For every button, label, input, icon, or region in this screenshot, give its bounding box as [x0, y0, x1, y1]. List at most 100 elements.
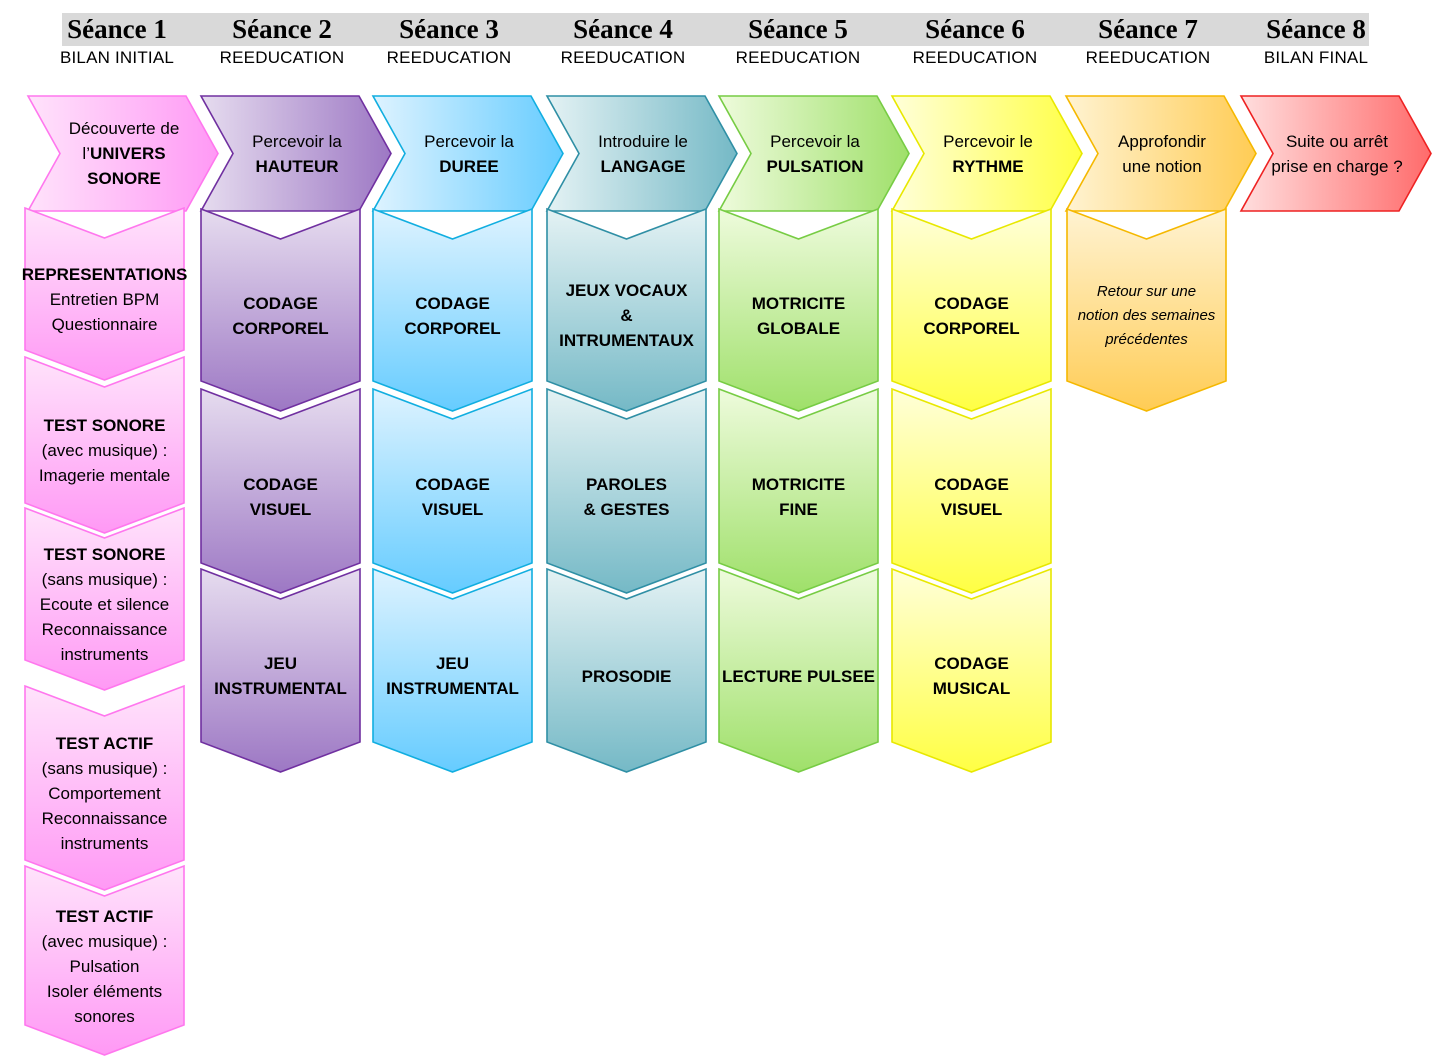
chevron-label-2-3-line-2: INSTRUMENTAL [214, 679, 347, 698]
chevron-label-3-3-line-2: INSTRUMENTAL [386, 679, 519, 698]
session-title-6: Séance 6 [925, 14, 1025, 44]
chevron-label-1-3-line-5: instruments [60, 645, 149, 664]
arrow-label-2-line-1: Percevoir la [252, 131, 342, 151]
chevron-4-2 [546, 387, 707, 594]
chevron-6-2 [891, 387, 1052, 594]
chevron-label-3-2-line-2: VISUEL [421, 499, 484, 519]
chevron-4-3 [546, 567, 707, 773]
chevron-label-2-1-line-1: CODAGE [243, 293, 318, 313]
chevron-label-4-2: PAROLES & GESTES [549, 415, 704, 578]
arrow-label-2-line-2: HAUTEUR [255, 156, 339, 176]
session-subtitle-6: REEDUCATION [912, 48, 1038, 67]
chevron-7-1 [1066, 207, 1227, 412]
arrow-label-3-line-2: DUREE [439, 156, 499, 176]
chevron-label-1-4-line-5: instruments [60, 834, 149, 853]
chevron-label-1-3-line-3: Ecoute et silence [39, 595, 170, 614]
chevron-label-6-3-line-2: MUSICAL [932, 679, 1011, 698]
chevron-label-3-1-line-2: CORPOREL [404, 318, 501, 338]
chevron-label-5-3: LECTURE PULSEE [721, 595, 876, 757]
chevron-2-1 [200, 207, 361, 412]
session-title-3: Séance 3 [399, 14, 499, 44]
chevron-4-1 [546, 207, 707, 412]
arrow-label-4-line-2: LANGAGE [600, 156, 686, 176]
chevron-label-2-2-line-2: VISUEL [249, 499, 312, 519]
chevron-label-6-1-line-2: CORPOREL [923, 318, 1020, 338]
chevron-label-1-2-line-3: Imagerie mentale [38, 466, 171, 485]
chevron-label-1-2-line-1: TEST SONORE [43, 416, 166, 435]
chevron-5-1 [718, 207, 879, 412]
session-title-4: Séance 4 [573, 14, 673, 44]
chevron-3-2 [372, 387, 533, 594]
arrow-label-2: Percevoir la HAUTEUR [225, 100, 369, 207]
chevron-label-4-1-line-1: JEUX VOCAUX [565, 281, 688, 300]
session-title-8: Séance 8 [1266, 14, 1366, 44]
chevron-label-7-1-line-3: précédentes [1105, 330, 1188, 348]
chevron-label-6-2-line-2: VISUEL [940, 499, 1003, 519]
arrow-label-3-line-1: Percevoir la [424, 131, 514, 151]
arrow-label-4: Introduire le LANGAGE [571, 100, 715, 207]
arrow-label-8-line-1: Suite ou arrêt [1285, 131, 1389, 151]
arrow-label-4-line-1: Introduire le [598, 131, 688, 151]
chevron-1-4 [24, 684, 185, 891]
chevron-label-1-5-line-1: TEST ACTIF [55, 906, 154, 926]
chevron-label-5-2-line-1: MOTRICITE [751, 474, 846, 494]
session-title-5: Séance 5 [748, 14, 848, 44]
arrow-label-8-line-2: prise en charge ? [1271, 156, 1403, 176]
chevron-label-1-4-line-1: TEST ACTIF [55, 734, 154, 753]
arrow-shape-1 [26, 95, 219, 212]
chevron-label-4-2-line-2: & GESTES [583, 499, 670, 519]
chevron-label-4-1-line-2: & [620, 306, 633, 325]
chevron-label-6-2-line-1: CODAGE [934, 474, 1009, 494]
session-subtitle-3: REEDUCATION [386, 48, 512, 67]
arrow-label-1-line-1: Découverte de [68, 119, 180, 138]
arrow-label-5-line-1: Percevoir la [770, 131, 860, 151]
chevron-label-1-1-line-3: Questionnaire [51, 315, 158, 334]
chevron-2-3 [200, 567, 361, 773]
chevron-label-2-1-line-2: CORPOREL [232, 318, 329, 338]
chevron-label-2-2: CODAGE VISUEL [203, 415, 358, 578]
chevron-6-1 [891, 207, 1052, 412]
chevron-label-4-3: PROSODIE [549, 595, 704, 757]
chevron-label-1-3-line-2: (sans musique) : [41, 570, 168, 589]
session-title-2: Séance 2 [232, 14, 332, 44]
session-title-7: Séance 7 [1098, 14, 1198, 44]
chevron-label-1-1-line-1: REPRESENTATIONS [21, 265, 188, 284]
session-title-1: Séance 1 [67, 14, 167, 44]
chevron-label-4-2-line-1: PAROLES [586, 474, 667, 494]
arrow-label-3: Percevoir la DUREE [397, 100, 541, 207]
session-subtitle-1: BILAN INITIAL [59, 48, 175, 67]
chevron-label-1-3: TEST SONORE(sans musique) :Ecoute et sil… [27, 534, 182, 675]
chevron-1-1 [24, 206, 185, 381]
arrow-label-1-line-2: l’UNIVERS [82, 144, 166, 163]
chevron-label-2-2-line-1: CODAGE [243, 474, 318, 494]
chevron-3-1 [372, 207, 533, 412]
arrow-label-6-line-1: Percevoir le [943, 131, 1033, 151]
chevron-1-5 [24, 864, 185, 1056]
arrow-shape-8 [1239, 95, 1432, 212]
session-subtitle-7: REEDUCATION [1085, 48, 1211, 67]
chevron-label-1-5-line-2: (avec musique) : [41, 931, 168, 951]
chevron-label-6-2: CODAGE VISUEL [894, 415, 1049, 578]
arrow-label-7-line-2: une notion [1122, 156, 1202, 176]
chevron-label-1-3-line-4: Reconnaissance [41, 620, 168, 639]
chevron-label-1-1: REPRESENTATIONS Entretien BPM Questionnair… [22, 234, 188, 365]
chevron-label-7-1-line-1: Retour sur une [1096, 282, 1197, 300]
chevron-3-3 [372, 567, 533, 773]
chevron-label-1-1-line-2: Entretien BPM [49, 290, 160, 309]
arrow-label-8: Suite ou arrêt prise en charge ? [1265, 100, 1409, 207]
chevron-2-2 [200, 387, 361, 594]
